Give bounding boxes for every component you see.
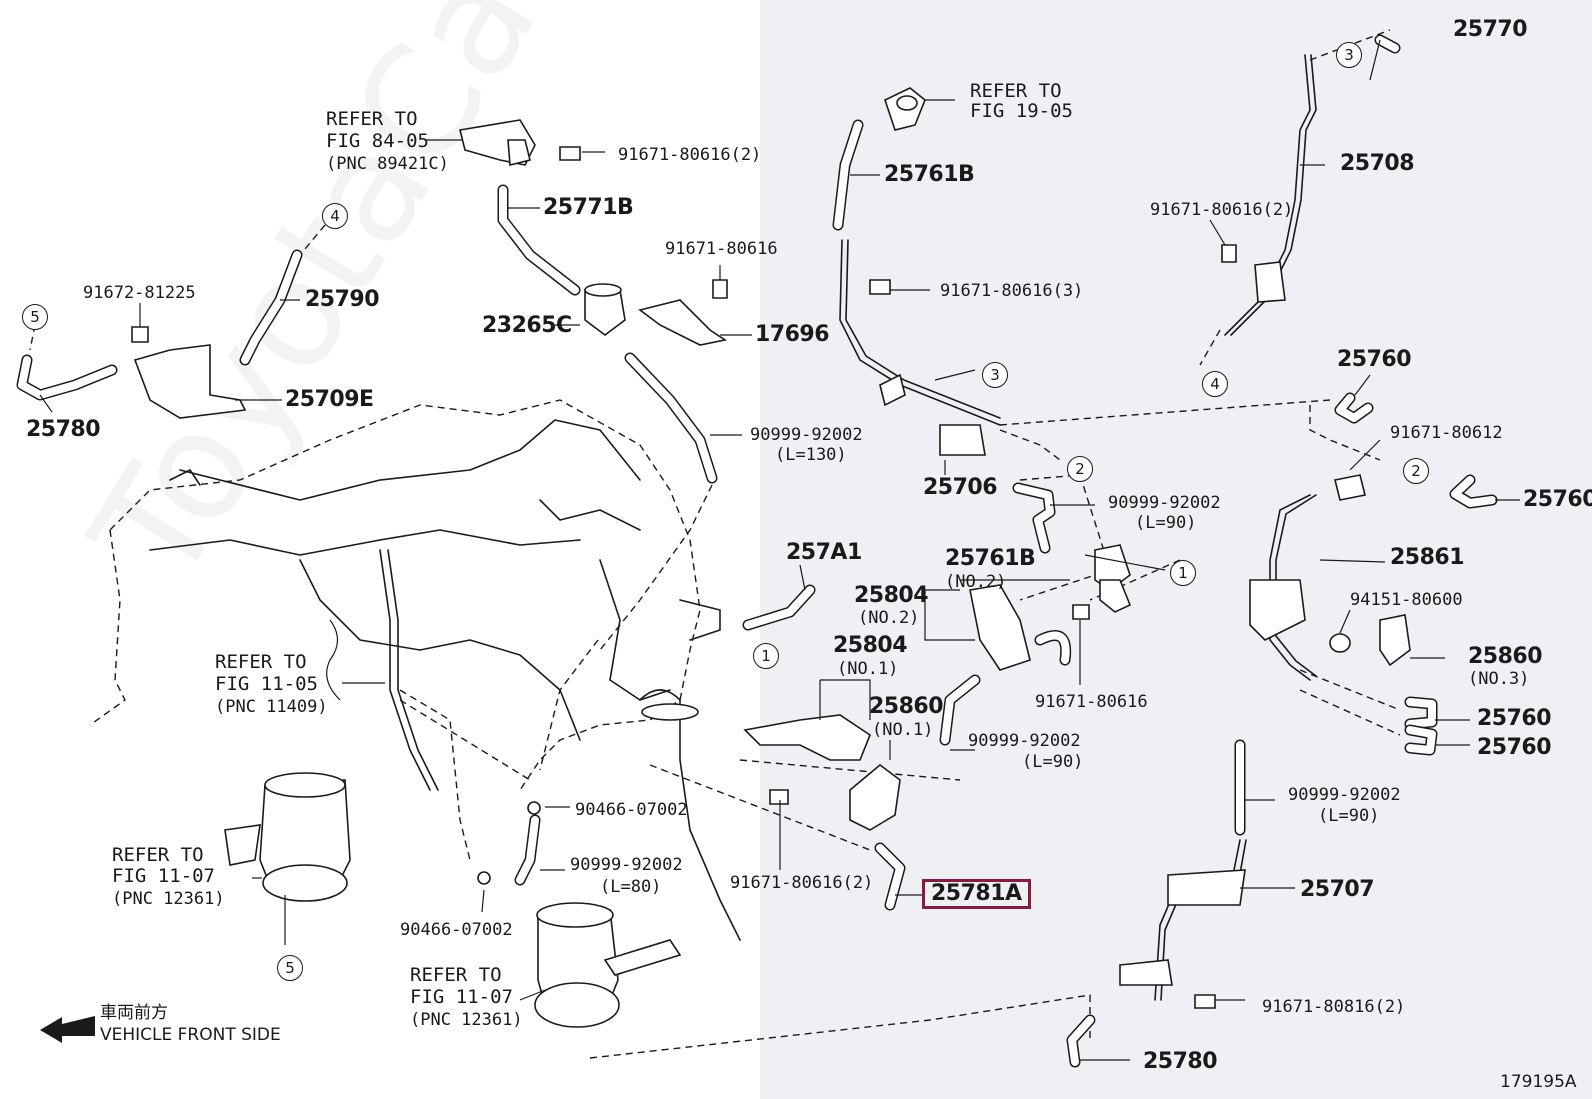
figure-id: 179195A bbox=[1500, 1072, 1577, 1092]
fastener-91671-80616-lower[interactable]: 91671-80616 bbox=[1035, 692, 1148, 712]
clamp-90466-07002-b[interactable]: 90466-07002 bbox=[400, 920, 513, 940]
marker-3-mid: 3 bbox=[982, 362, 1008, 388]
ref-84-05-refer: REFER TO bbox=[326, 108, 418, 130]
hose-90999-92002-l90-c[interactable]: 90999-92002 bbox=[1288, 785, 1401, 805]
qualifier-25804-no1: (NO.1) bbox=[837, 659, 899, 679]
ref-11-05-refer: REFER TO bbox=[215, 651, 307, 673]
part-25761B-top[interactable]: 25761B bbox=[884, 162, 975, 187]
ref-11-07-right-refer: REFER TO bbox=[410, 964, 502, 986]
leader-lines bbox=[39, 39, 1520, 1061]
part-25781A-highlighted[interactable]: 25781A bbox=[922, 879, 1031, 909]
hose-l80-length: (L=80) bbox=[600, 877, 662, 897]
marker-4-right: 4 bbox=[1202, 371, 1228, 397]
components bbox=[131, 87, 1411, 1028]
part-25860-no1[interactable]: 25860 bbox=[869, 694, 944, 719]
hoses bbox=[16, 34, 1498, 1068]
part-25709E[interactable]: 25709E bbox=[285, 387, 374, 412]
part-25780-left[interactable]: 25780 bbox=[26, 417, 101, 442]
part-25706[interactable]: 25706 bbox=[923, 475, 998, 500]
qualifier-25804-no2: (NO.2) bbox=[858, 608, 920, 628]
qualifier-25761B-no2: (NO.2) bbox=[945, 572, 1007, 592]
ref-11-05-fig[interactable]: FIG 11-05 bbox=[215, 673, 318, 695]
part-25770[interactable]: 25770 bbox=[1453, 17, 1528, 42]
fastener-91671-80612[interactable]: 91671-80612 bbox=[1390, 423, 1503, 443]
qualifier-25860-no3: (NO.3) bbox=[1468, 669, 1530, 689]
fastener-91671-80616-3[interactable]: 91671-80616(3) bbox=[940, 281, 1084, 301]
marker-5-top: 5 bbox=[22, 304, 48, 330]
hose-90999-92002-l90-a[interactable]: 90999-92002 bbox=[1108, 493, 1221, 513]
part-25804-no2[interactable]: 25804 bbox=[854, 583, 929, 608]
front-arrow-icon bbox=[40, 1016, 95, 1043]
ref-84-05-fig[interactable]: FIG 84-05 bbox=[326, 130, 429, 152]
ref-19-05-fig[interactable]: FIG 19-05 bbox=[970, 100, 1073, 122]
fastener-91672-81225[interactable]: 91672-81225 bbox=[83, 283, 196, 303]
part-25708[interactable]: 25708 bbox=[1340, 151, 1415, 176]
vehicle-front-english: VEHICLE FRONT SIDE bbox=[100, 1025, 281, 1045]
hose-l90-b-length: (L=90) bbox=[1022, 752, 1084, 772]
fastener-91671-80616-2-right[interactable]: 91671-80616(2) bbox=[1150, 200, 1294, 220]
ref-11-07-left-pnc: (PNC 12361) bbox=[112, 889, 225, 909]
ref-84-05-pnc: (PNC 89421C) bbox=[326, 154, 449, 174]
part-25804-no1[interactable]: 25804 bbox=[833, 633, 908, 658]
hose-90999-92002-l90-b[interactable]: 90999-92002 bbox=[968, 731, 1081, 751]
vehicle-front-label: 車両前方 VEHICLE FRONT SIDE bbox=[100, 1002, 281, 1046]
part-25771B[interactable]: 25771B bbox=[543, 195, 634, 220]
shaded-panel bbox=[760, 0, 1592, 1099]
part-25861[interactable]: 25861 bbox=[1390, 545, 1465, 570]
part-25761B-no2[interactable]: 25761B bbox=[945, 546, 1036, 571]
marker-3-top: 3 bbox=[1336, 42, 1362, 68]
marker-5-bottom: 5 bbox=[277, 955, 303, 981]
fastener-91671-80616-2-top[interactable]: 91671-80616(2) bbox=[618, 145, 762, 165]
hose-l130-length: (L=130) bbox=[775, 445, 847, 465]
hose-l90-c-length: (L=90) bbox=[1318, 806, 1380, 826]
part-25707[interactable]: 25707 bbox=[1300, 877, 1375, 902]
marker-1-left: 1 bbox=[753, 643, 779, 669]
ref-11-05-pnc: (PNC 11409) bbox=[215, 697, 328, 717]
marker-2-left: 2 bbox=[1067, 456, 1093, 482]
engine-outline bbox=[89, 399, 741, 941]
part-17696[interactable]: 17696 bbox=[755, 322, 830, 347]
fastener-94151-80600[interactable]: 94151-80600 bbox=[1350, 590, 1463, 610]
part-25760-d[interactable]: 25760 bbox=[1477, 735, 1552, 760]
marker-1-right: 1 bbox=[1170, 560, 1196, 586]
clamp-90466-07002-a[interactable]: 90466-07002 bbox=[575, 800, 688, 820]
ref-11-07-left-fig[interactable]: FIG 11-07 bbox=[112, 865, 215, 887]
hose-90999-92002-l130[interactable]: 90999-92002 bbox=[750, 425, 863, 445]
ref-11-07-right-pnc: (PNC 12361) bbox=[410, 1010, 523, 1030]
qualifier-25860-no1: (NO.1) bbox=[872, 720, 934, 740]
marker-4-left: 4 bbox=[322, 203, 348, 229]
fastener-91671-80816-2[interactable]: 91671-80816(2) bbox=[1262, 997, 1406, 1017]
ref-11-07-right-fig[interactable]: FIG 11-07 bbox=[410, 986, 513, 1008]
part-25760-a[interactable]: 25760 bbox=[1337, 347, 1412, 372]
part-25860-no3[interactable]: 25860 bbox=[1468, 644, 1543, 669]
part-25780-bottom[interactable]: 25780 bbox=[1143, 1049, 1218, 1074]
hose-90999-92002-l80[interactable]: 90999-92002 bbox=[570, 855, 683, 875]
part-25760-c[interactable]: 25760 bbox=[1477, 706, 1552, 731]
marker-2-right: 2 bbox=[1403, 458, 1429, 484]
ref-19-05-refer: REFER TO bbox=[970, 80, 1062, 102]
fastener-91671-80616-mid[interactable]: 91671-80616 bbox=[665, 239, 778, 259]
part-25760-b[interactable]: 25760 bbox=[1523, 487, 1592, 512]
hose-l90-a-length: (L=90) bbox=[1135, 513, 1197, 533]
ref-11-07-left-refer: REFER TO bbox=[112, 844, 204, 866]
fastener-91671-80616-2-bottom[interactable]: 91671-80616(2) bbox=[730, 873, 874, 893]
part-257A1[interactable]: 257A1 bbox=[786, 540, 862, 565]
vehicle-front-japanese: 車両前方 bbox=[100, 1003, 168, 1023]
part-25790[interactable]: 25790 bbox=[305, 287, 380, 312]
part-23265C[interactable]: 23265C bbox=[482, 313, 572, 338]
